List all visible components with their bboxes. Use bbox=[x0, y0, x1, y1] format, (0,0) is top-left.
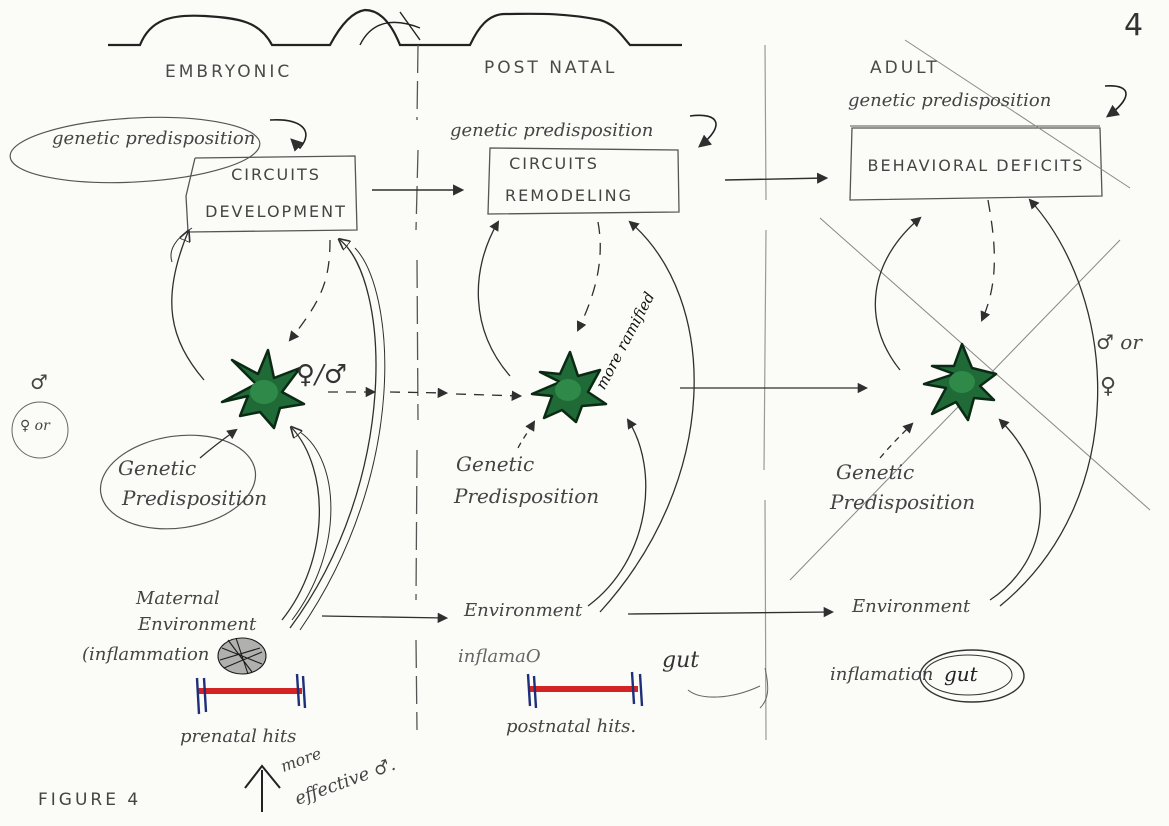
side-circled: ♀ or bbox=[20, 418, 50, 434]
microglia-adult bbox=[922, 342, 998, 422]
figure-label: FIGURE 4 bbox=[38, 790, 142, 810]
ellipse-gut-adult bbox=[919, 649, 1025, 703]
top-scribble-3 bbox=[399, 11, 421, 41]
arrow-env-1 bbox=[321, 612, 449, 624]
postnatal-hits-label: postnatal hits. bbox=[506, 716, 637, 737]
postnatal-hits-bar bbox=[526, 671, 644, 709]
microglia-postnatal bbox=[530, 350, 608, 424]
top-scribble-2 bbox=[359, 21, 421, 46]
ellipse-side-left bbox=[11, 401, 69, 459]
ellipse-genetic-top bbox=[9, 116, 261, 184]
prenatal-hits-label: prenatal hits bbox=[180, 726, 297, 747]
arrow-cell-3 bbox=[455, 390, 523, 401]
side-male: ♂ bbox=[30, 370, 48, 394]
maternal-2: Environment bbox=[138, 614, 257, 635]
dashed-deficit-cell bbox=[980, 199, 996, 322]
divider-left bbox=[415, 44, 419, 731]
box-circuits-development bbox=[185, 155, 358, 233]
box-dev-line1: CIRCUITS bbox=[231, 165, 321, 184]
curve-maternal-dev bbox=[289, 240, 377, 629]
adult-sex-2: ♀ bbox=[1100, 374, 1117, 399]
curve-env-deficit bbox=[999, 198, 1099, 607]
top-scribble bbox=[108, 8, 682, 47]
prenatal-hits-bar bbox=[195, 673, 307, 715]
postnatal-gut: gut bbox=[662, 648, 700, 673]
curve-cell-deficit bbox=[874, 216, 922, 371]
adult-inflam: inflamation bbox=[830, 664, 934, 685]
curve-env-cell-post bbox=[587, 418, 647, 607]
adult-cross bbox=[789, 39, 1151, 581]
curve-cell-remodel bbox=[477, 220, 511, 377]
inflammation-blob bbox=[217, 637, 267, 675]
ellipse-genetic-side bbox=[99, 434, 257, 530]
divider-right bbox=[763, 44, 767, 741]
curve-env-remodel bbox=[599, 220, 695, 613]
page-number: 4 bbox=[1124, 8, 1145, 43]
adult-gut: gut bbox=[944, 662, 978, 686]
box-behavioral-deficits-text: BEHAVIORAL DEFICITS bbox=[867, 156, 1085, 175]
embryonic-genetic-side-1: Genetic bbox=[118, 456, 197, 480]
dashed-dev-cell bbox=[288, 239, 331, 342]
postnatal-genetic-side-2: Predisposition bbox=[454, 484, 600, 508]
adult-sex-1: ♂ or bbox=[1096, 330, 1142, 354]
adult-environment: Environment bbox=[852, 596, 971, 617]
postnatal-inflam: inflamaO bbox=[458, 646, 541, 667]
box-remodel-line1: CIRCUITS bbox=[509, 154, 599, 173]
embryonic-genetic-side-2: Predisposition bbox=[122, 486, 268, 510]
arrow-cell-2 bbox=[389, 387, 449, 399]
curve-cell-dev bbox=[171, 232, 205, 381]
postnatal-genetic-top: genetic predisposition bbox=[450, 120, 654, 141]
arrow-env-2 bbox=[627, 606, 835, 618]
microglia-embryonic bbox=[220, 348, 306, 430]
curve-maternal-cell bbox=[281, 428, 321, 621]
arrow-gen-cell-emb bbox=[199, 428, 238, 459]
arrow-remodel-deficits bbox=[724, 172, 829, 184]
postnatal-environment: Environment bbox=[464, 600, 583, 621]
arrow-gen-cell-post bbox=[517, 420, 536, 449]
maternal-1: Maternal bbox=[136, 588, 220, 609]
up-arrow bbox=[244, 764, 281, 812]
heading-postnatal: POST NATAL bbox=[484, 58, 618, 78]
box-remodel-line2: REMODELING bbox=[504, 186, 634, 205]
adult-genetic-side-1: Genetic bbox=[836, 460, 915, 484]
adult-genetic-top: genetic predisposition bbox=[848, 90, 1052, 111]
embryonic-genetic-top: genetic predisposition bbox=[52, 128, 256, 149]
postnatal-genetic-side-1: Genetic bbox=[456, 452, 535, 476]
curve-env-cell-adult bbox=[989, 418, 1041, 601]
dashed-remodel-cell bbox=[576, 221, 601, 332]
heading-embryonic: EMBRYONIC bbox=[165, 62, 293, 82]
box-circuits-remodeling bbox=[487, 147, 680, 215]
box-dev-line2: DEVELOPMENT bbox=[205, 202, 347, 221]
box-behavioral-deficits bbox=[849, 127, 1103, 201]
heading-adult: ADULT bbox=[870, 58, 940, 78]
adult-genetic-side-2: Predisposition bbox=[830, 490, 976, 514]
maternal-3: (inflammation bbox=[82, 644, 210, 665]
sex-mark: ♀/♂ bbox=[296, 360, 348, 390]
arrow-gen-cell-adult bbox=[879, 422, 914, 459]
